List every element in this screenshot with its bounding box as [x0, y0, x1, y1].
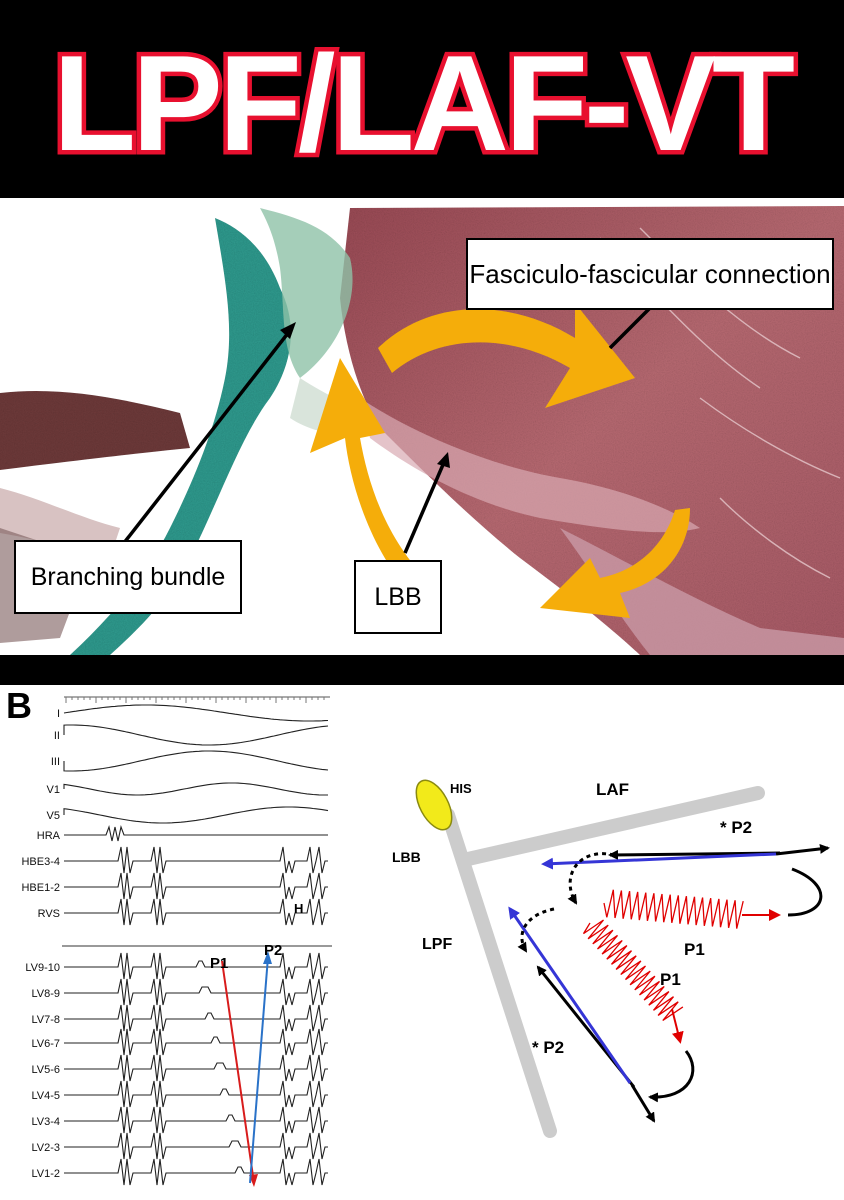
lbb-schematic-label: LBB	[392, 849, 421, 865]
ecg-trace	[64, 1106, 328, 1134]
histology-panel: Fasciculo-fascicular connection Branchin…	[0, 198, 844, 655]
laf-label: LAF	[596, 780, 629, 799]
ecg-trace	[63, 750, 329, 772]
ecg-trace	[64, 872, 328, 900]
branching-label-box: Branching bundle	[14, 540, 242, 614]
branching-label: Branching bundle	[30, 562, 226, 591]
ecg-trace	[64, 952, 328, 980]
lbb-label: LBB	[374, 582, 422, 611]
his-label: HIS	[450, 781, 472, 796]
ecg-lead-label: LV2-3	[31, 1142, 60, 1154]
ecg-lead-labels: IIIIIIV1V5HRAHBE3-4HBE1-2RVSLV9-10LV8-9L…	[21, 708, 60, 1180]
ecg-lead-label: V5	[47, 810, 60, 822]
ecg-trace	[64, 846, 328, 874]
p1-red-arrow	[221, 960, 255, 1184]
p2-bottom-label: * P2	[532, 1038, 564, 1057]
ecg-lead-label: HBE1-2	[21, 882, 60, 894]
ecg-trace	[64, 1132, 328, 1160]
separator-strip	[0, 655, 844, 685]
ecg-trace	[64, 898, 328, 926]
pointer-lines	[118, 306, 652, 554]
ecg-lead-label: LV5-6	[31, 1064, 60, 1076]
lpf-label: LPF	[422, 936, 452, 953]
fasciculo-label-box: Fasciculo-fascicular connection	[466, 238, 834, 310]
ecg-lead-label: V1	[47, 784, 60, 796]
ecg-lead-label: RVS	[38, 908, 60, 920]
ecg-lead-label: HRA	[37, 830, 61, 842]
ecg-lead-label: LV9-10	[25, 962, 60, 974]
ecg-trace	[63, 806, 329, 824]
ecg-trace	[64, 978, 328, 1006]
ecg-lead-label: II	[54, 730, 60, 742]
p1-bottom-label: P1	[660, 970, 681, 989]
panel-letter: B	[6, 685, 32, 726]
his-node	[415, 779, 453, 831]
ecg-lead-label: I	[57, 708, 60, 720]
banner-title: LPF/LAF-VT	[53, 27, 794, 179]
fascicle-schematic: HIS LAF LBB LPF * P2 P1 P1 * P2	[392, 779, 830, 1138]
ecg-lead-label: III	[51, 756, 60, 768]
ecg-lead-label: LV6-7	[31, 1038, 60, 1050]
h-marker: H	[294, 901, 303, 916]
ecg-trace	[64, 1158, 328, 1186]
lbb-label-box: LBB	[354, 560, 442, 634]
fascicle-bundles	[441, 786, 765, 1138]
p2-blue-arrow	[249, 956, 269, 1184]
ecg-trace	[64, 825, 328, 842]
p1-top-label: P1	[684, 940, 705, 959]
ecg-trace	[63, 782, 328, 796]
title-banner: LPF/LAF-VT	[0, 0, 844, 198]
ecg-p2-label: P2	[264, 942, 282, 959]
ecg-lead-label: LV3-4	[31, 1116, 60, 1128]
fasciculo-label: Fasciculo-fascicular connection	[469, 258, 831, 289]
ecg-trace	[63, 724, 329, 746]
ecg-trace	[64, 1080, 328, 1108]
p2-top-label: * P2	[720, 818, 752, 837]
ecg-trace	[64, 1004, 328, 1032]
orange-circuit-arrows	[310, 303, 690, 618]
ecg-lead-label: LV4-5	[31, 1090, 60, 1102]
ecg-trace	[63, 704, 329, 722]
ecg-tracings: IIIIIIV1V5HRAHBE3-4HBE1-2RVSLV9-10LV8-9L…	[21, 696, 332, 1187]
ecg-trace	[64, 1028, 328, 1056]
p1-laf-zigzag	[603, 889, 744, 929]
ecg-trace	[64, 1054, 328, 1082]
ecg-traces	[63, 704, 329, 1186]
banner-title-svg: LPF/LAF-VT	[48, 23, 802, 184]
ecg-lead-label: LV7-8	[31, 1014, 60, 1026]
ecg-lead-label: LV1-2	[31, 1168, 60, 1180]
ecg-p1-label: P1	[210, 955, 228, 972]
ecg-lead-label: LV8-9	[31, 988, 60, 1000]
p1-lpf-zigzag	[582, 919, 684, 1022]
ecg-lead-label: HBE3-4	[21, 856, 60, 868]
